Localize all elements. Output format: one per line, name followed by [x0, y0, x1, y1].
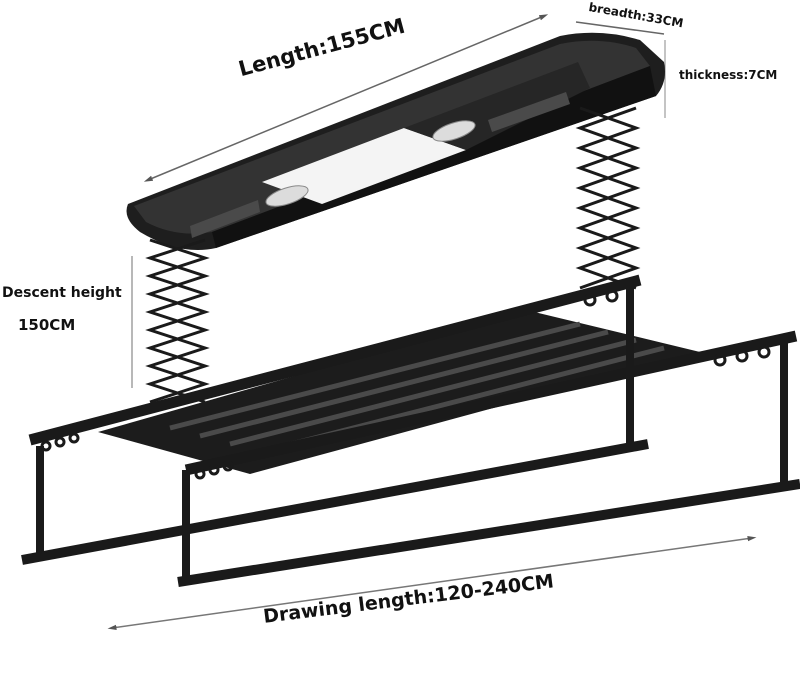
descent-height-label: Descent height [2, 285, 122, 301]
fan-left [265, 185, 309, 207]
rack-frame [21, 274, 800, 587]
scissor-arm-right [575, 106, 641, 290]
front-bar [184, 330, 798, 476]
scissor-arm-left [145, 238, 210, 404]
descent-height-value: 150CM [18, 316, 76, 334]
breadth-arrow [575, 21, 665, 35]
hanging-bar-1 [21, 439, 649, 565]
length-arrow [143, 14, 549, 182]
rack-tray [98, 310, 700, 474]
fan-right [432, 120, 476, 142]
hanging-bar-2 [177, 479, 800, 587]
drawing-length-arrow [107, 535, 757, 631]
ceiling-unit [126, 32, 665, 250]
top-bar [28, 274, 642, 446]
thickness-label: thickness:7CM [679, 68, 778, 82]
light-panel [262, 128, 466, 204]
